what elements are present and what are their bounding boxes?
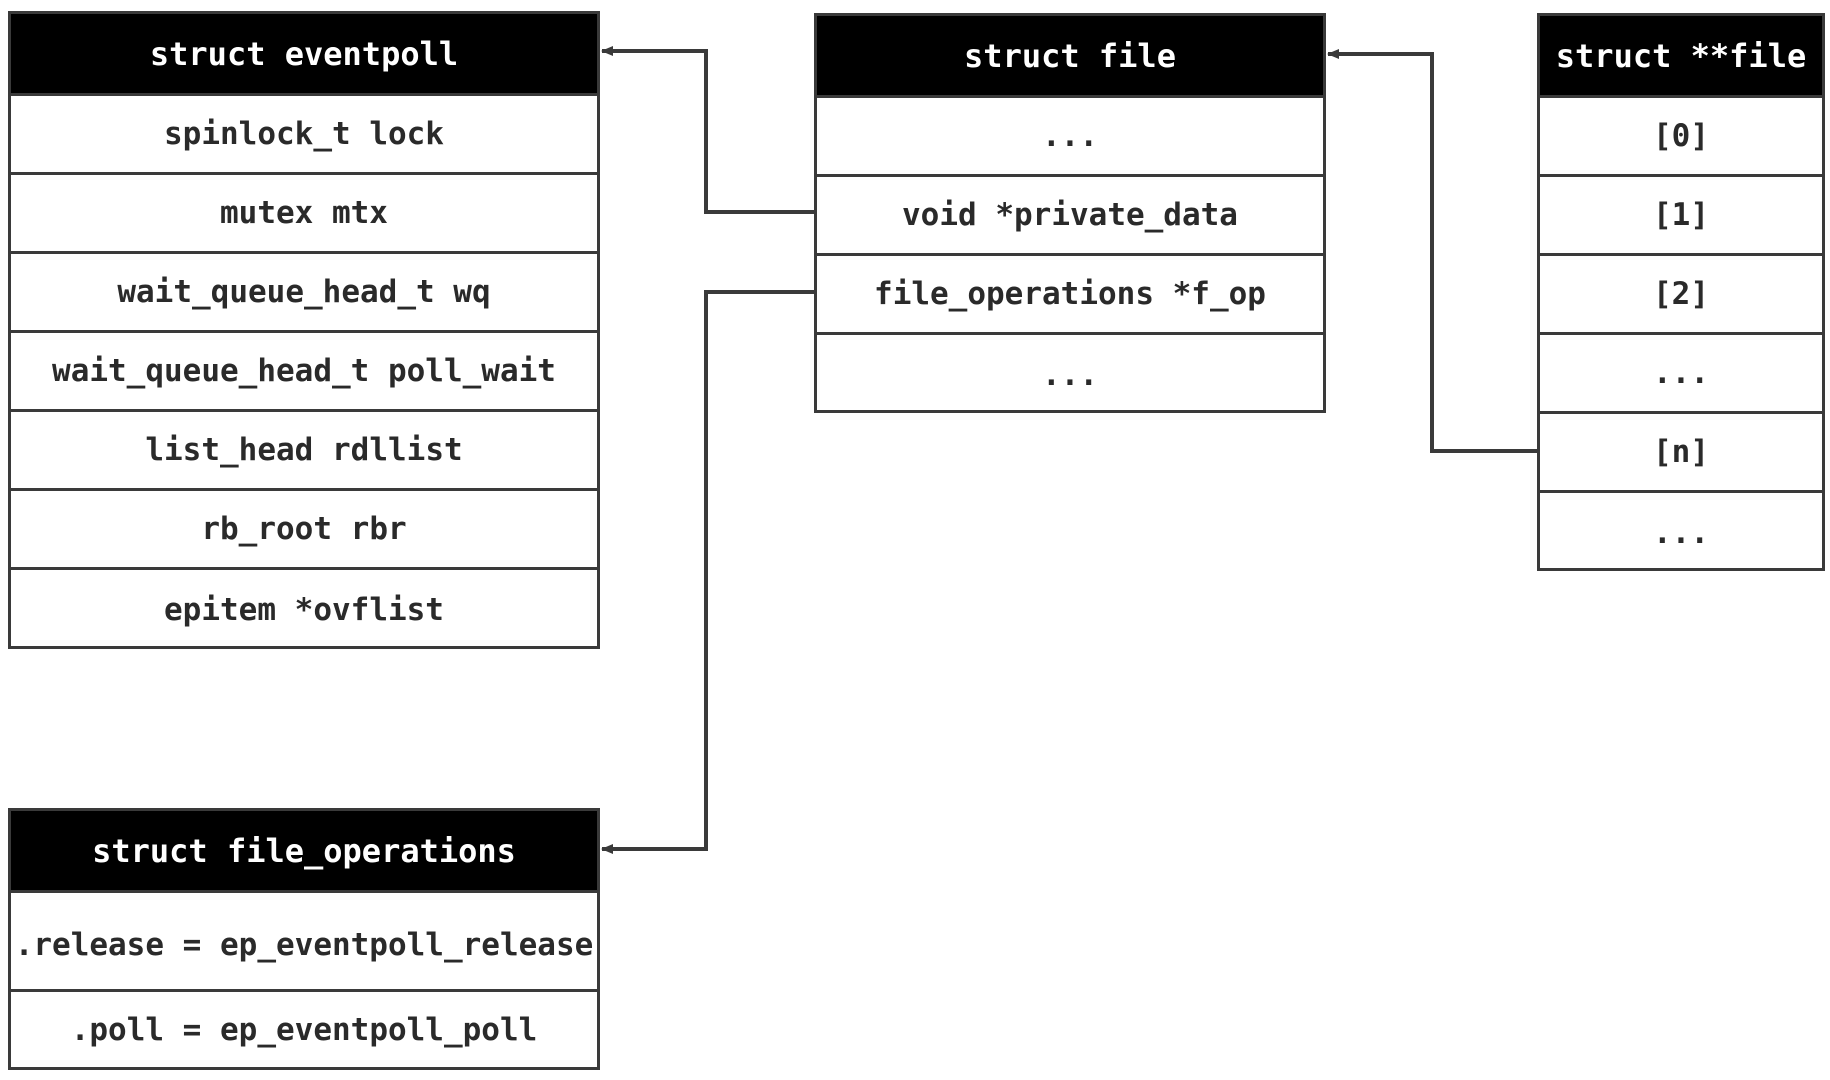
- eventpoll-field-ovflist: epitem *ovflist: [164, 591, 444, 628]
- struct-eventpoll-box: struct eventpoll spinlock_t lock mutex m…: [8, 11, 600, 649]
- eventpoll-field-poll-wait: wait_queue_head_t poll_wait: [11, 333, 597, 412]
- struct-file-array-box: struct **file [0] [1] [2] ... [n] ...: [1537, 13, 1825, 571]
- eventpoll-field-mtx: mutex mtx: [11, 175, 597, 254]
- file-field-f-op: file_operations *f_op: [817, 256, 1323, 335]
- file-array-item-ellipsis-1: ...: [1540, 335, 1822, 414]
- struct-file-title: struct file: [817, 16, 1323, 98]
- struct-file-array-title: struct **file: [1540, 16, 1822, 98]
- arrow-private-data-to-eventpoll: [601, 46, 814, 214]
- file-array-item-0: [0]: [1540, 98, 1822, 177]
- eventpoll-field-wq: wait_queue_head_t wq: [11, 254, 597, 333]
- file-field-ellipsis-bottom: ...: [1042, 356, 1098, 393]
- struct-file-operations-title: struct file_operations: [11, 811, 597, 893]
- file-array-item-1: [1]: [1540, 177, 1822, 256]
- fileops-field-release: .release = ep_eventpoll_release: [11, 893, 597, 992]
- eventpoll-field-rdllist: list_head rdllist: [11, 412, 597, 491]
- arrow-f-op-to-file-operations: [601, 290, 814, 854]
- fileops-field-poll: .poll = ep_eventpoll_poll: [70, 1011, 538, 1048]
- eventpoll-field-lock: spinlock_t lock: [11, 96, 597, 175]
- struct-file-operations-box: struct file_operations .release = ep_eve…: [8, 808, 600, 1070]
- file-array-item-2: [2]: [1540, 256, 1822, 335]
- struct-eventpoll-title: struct eventpoll: [11, 14, 597, 96]
- eventpoll-field-rbr: rb_root rbr: [11, 491, 597, 570]
- file-array-item-n: [n]: [1540, 414, 1822, 493]
- file-field-private-data: void *private_data: [817, 177, 1323, 256]
- struct-file-box: struct file ... void *private_data file_…: [814, 13, 1326, 413]
- file-field-ellipsis-top: ...: [817, 98, 1323, 177]
- arrow-file-array-n-to-file: [1327, 49, 1537, 453]
- file-array-item-ellipsis-2: ...: [1653, 514, 1709, 551]
